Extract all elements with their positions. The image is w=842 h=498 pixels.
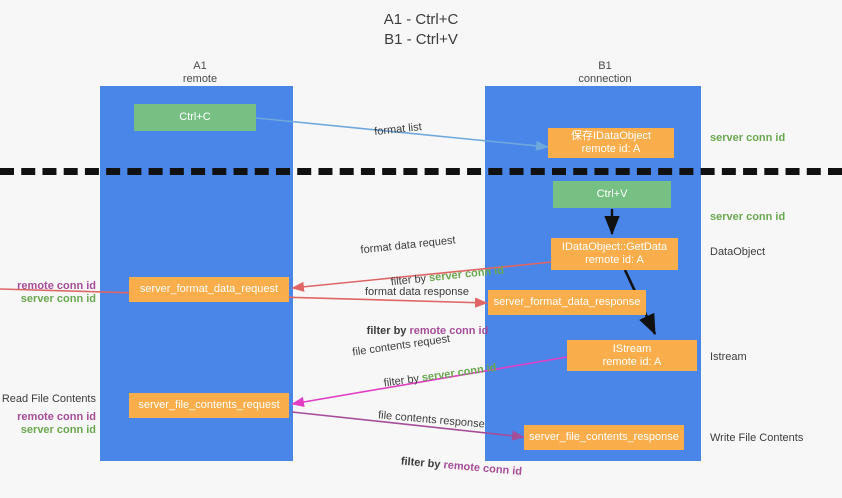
edge-label-file-contents-request-filter-prefix: filter by [382,372,423,390]
diagram-title: A1 - Ctrl+C B1 - Ctrl+V [383,11,459,48]
node-ctrl-c[interactable]: Ctrl+C [134,104,256,131]
node-server-file-contents-response[interactable]: server_file_contents_response [524,425,684,450]
node-ctrl-v[interactable]: Ctrl+V [553,181,671,208]
column-header-a1: A1 remote [182,60,218,85]
side-label-istream: Istream [710,351,747,363]
side-label-server-conn-id-left-mid: server conn id [20,293,96,305]
edge-label-file-contents-response-filter-prefix: filter by [400,455,444,472]
side-label-remote-conn-id-bottom: remote conn id [17,411,96,423]
diagram-canvas: A1 - Ctrl+C B1 - Ctrl+V A1 remote B1 con… [0,11,842,479]
edge-label-format-list: format list [373,121,423,139]
side-label-remote-conn-id-mid: remote conn id [17,280,96,292]
node-save-idataobject[interactable]: 保存IDataObject remote id: A [548,128,674,158]
phase-divider [0,168,842,175]
edge-label-file-contents-request-filter-value: server conn id [421,361,498,385]
side-label-read-file-contents: Read File Contents [1,393,96,405]
edge-label-format-data-request-filter-value: server conn id [428,264,505,285]
column-header-b1: B1 connection [578,60,632,85]
edge-label-format-data-response: format data response [365,286,469,298]
edge-label-format-data-response-filter-prefix: filter by [366,325,410,337]
side-label-write-file-contents: Write File Contents [710,432,804,444]
side-label-server-conn-id-mid: server conn id [710,211,786,223]
side-label-dataobject: DataObject [710,246,766,258]
edge-label-file-contents-response-filter-value: remote conn id [442,459,523,479]
side-label-server-conn-id-bottom: server conn id [20,424,96,436]
node-server-format-data-response[interactable]: server_format_data_response [488,290,646,315]
node-server-format-data-request[interactable]: server_format_data_request [129,277,289,302]
node-istream[interactable]: IStream remote id: A [567,340,697,371]
node-idataobject-getdata[interactable]: IDataObject::GetData remote id: A [551,238,678,270]
node-server-file-contents-request[interactable]: server_file_contents_request [129,393,289,418]
side-label-server-conn-id-top: server conn id [710,132,786,144]
edge-label-format-data-response-filter-value: remote conn id [409,325,489,337]
